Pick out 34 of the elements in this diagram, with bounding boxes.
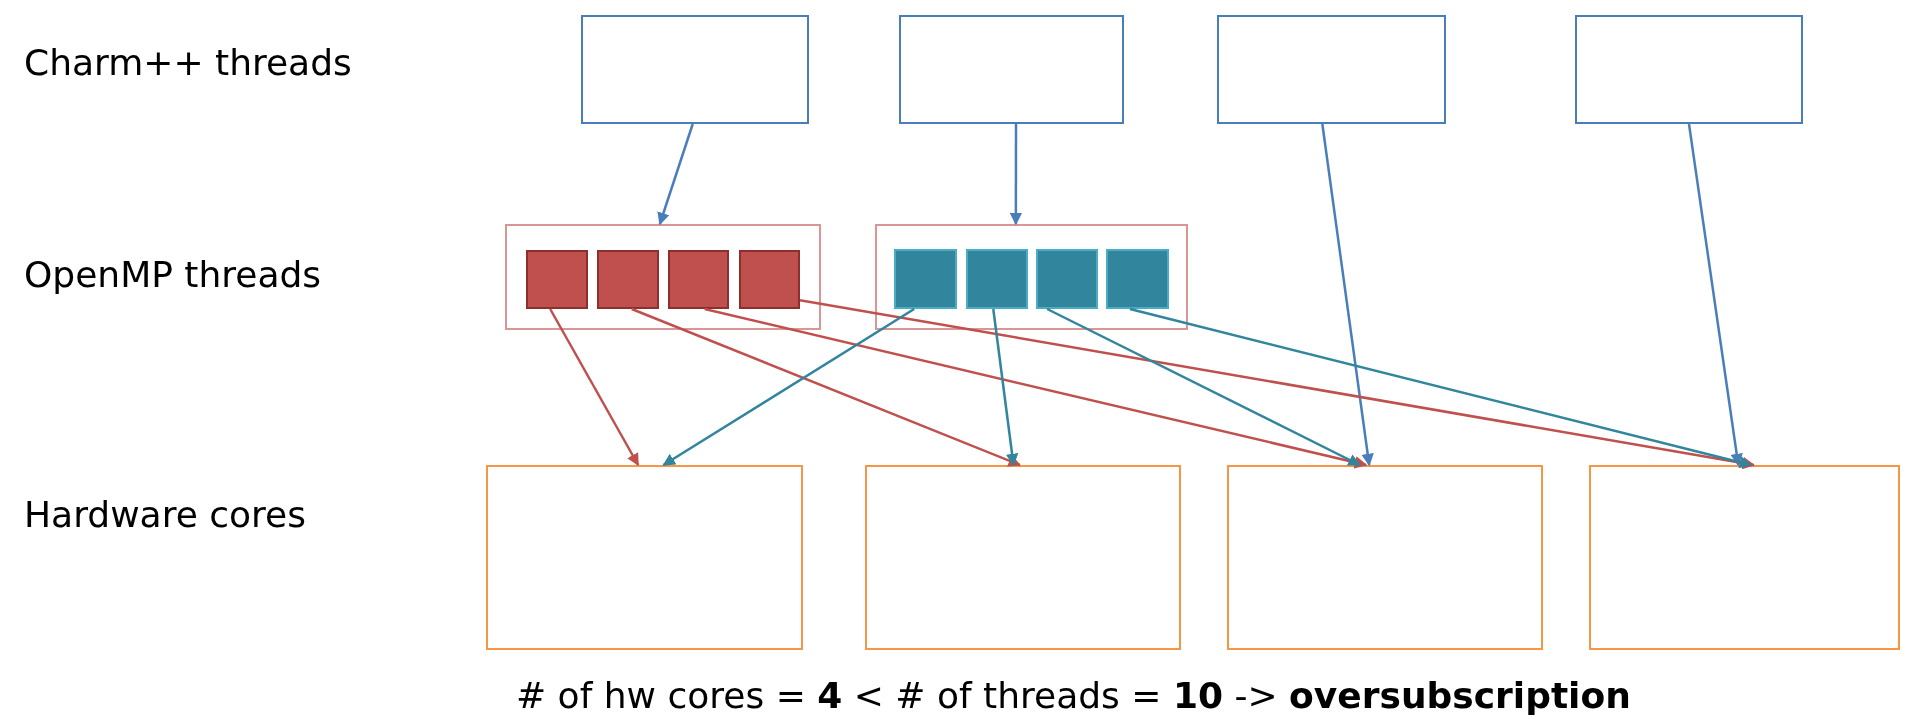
caption: # of hw cores = 4 < # of threads = 10 -> oversubscription	[516, 675, 1631, 716]
row-label: Hardware cores	[24, 494, 306, 535]
arrow	[631, 307, 1021, 467]
arrow	[1129, 307, 1752, 469]
arrow	[704, 307, 1368, 469]
thread-square	[668, 250, 729, 309]
core-box	[865, 465, 1181, 650]
core-box	[1589, 465, 1900, 650]
core-box	[486, 465, 803, 650]
thread-square	[597, 250, 659, 309]
thread-group-box	[875, 224, 1188, 330]
arrow	[1046, 307, 1361, 467]
arrow	[992, 308, 1019, 467]
arrow	[657, 123, 694, 226]
charm-thread-box	[581, 15, 809, 124]
thread-group-box	[505, 224, 821, 330]
thread-square	[966, 249, 1028, 309]
thread-square	[894, 249, 957, 309]
thread-square	[739, 250, 800, 309]
arrow	[1321, 123, 1374, 467]
thread-square	[1036, 249, 1098, 309]
charm-thread-box	[1217, 15, 1446, 124]
row-label: Charm++ threads	[24, 42, 352, 83]
arrow	[1009, 124, 1023, 226]
arrow	[662, 307, 915, 467]
row-label: OpenMP threads	[24, 254, 322, 295]
thread-square	[526, 250, 588, 309]
charm-thread-box	[899, 15, 1124, 124]
core-box	[1227, 465, 1543, 650]
thread-square	[1106, 249, 1169, 309]
arrow	[1687, 123, 1743, 467]
charm-thread-box	[1575, 15, 1803, 124]
arrow	[799, 298, 1756, 470]
arrow	[549, 308, 640, 467]
